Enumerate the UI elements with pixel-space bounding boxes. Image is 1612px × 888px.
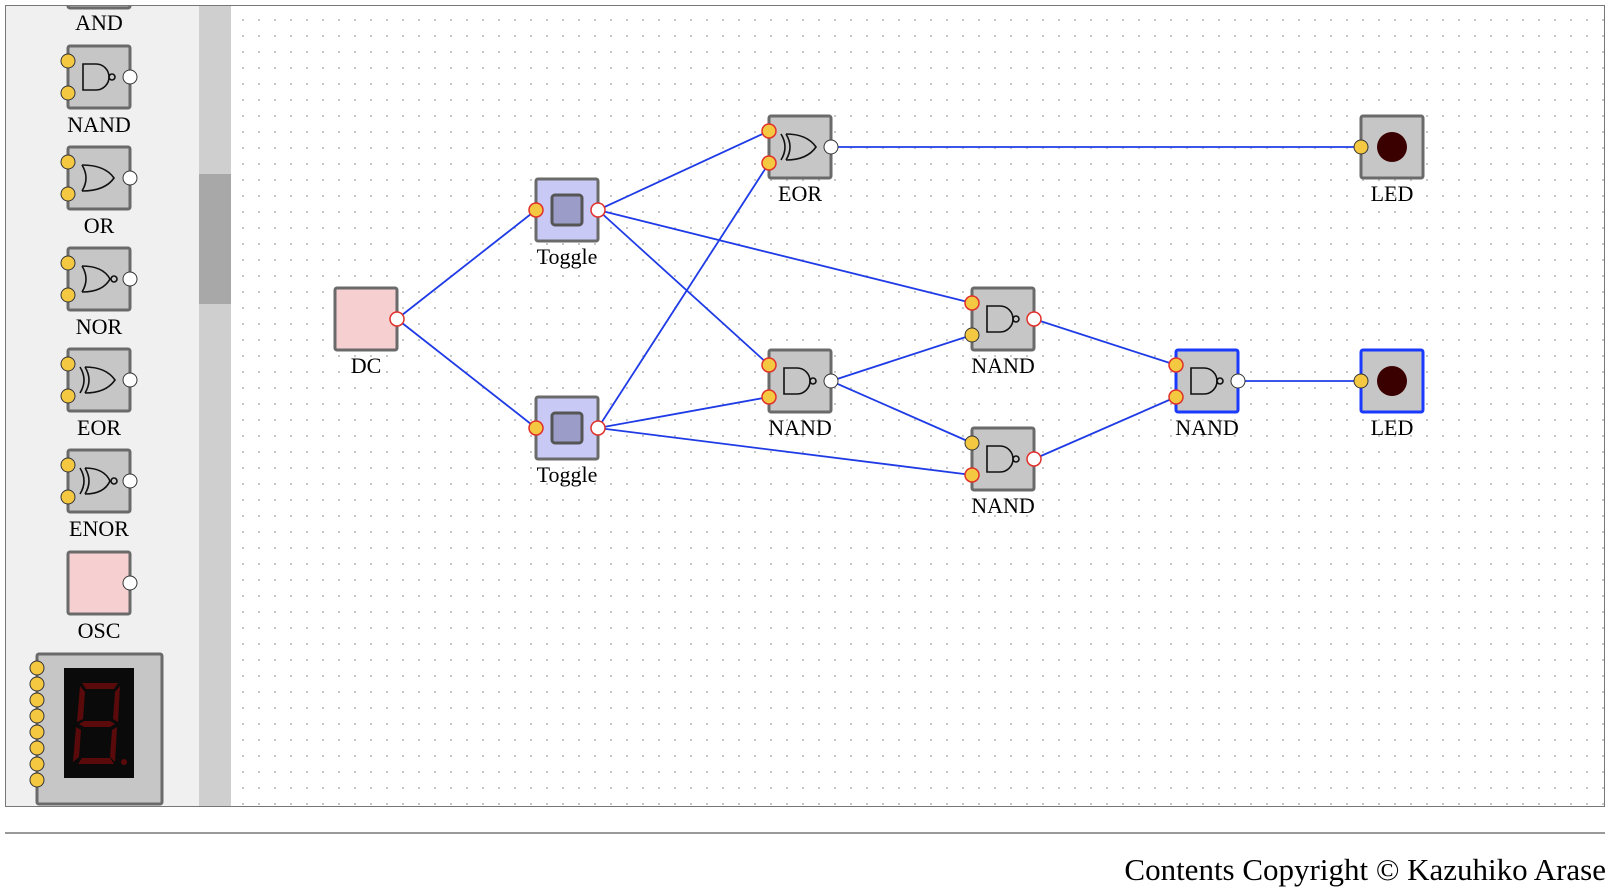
palette-item-nor[interactable]: NOR (60, 246, 138, 339)
palette-scrollbar-thumb[interactable] (199, 174, 231, 304)
input-pin[interactable] (964, 435, 980, 451)
component-label: LED (1371, 415, 1414, 440)
component-label: NAND (971, 493, 1035, 518)
led-lamp (1377, 366, 1407, 396)
input-pin[interactable] (761, 155, 777, 171)
wire[interactable] (597, 209, 770, 366)
wire[interactable] (597, 209, 973, 304)
palette-item-seven-segment[interactable] (29, 652, 164, 806)
toggle-knob[interactable] (550, 411, 584, 445)
nand-gate-1[interactable]: NAND (761, 348, 839, 440)
palette-item-label: NOR (76, 314, 123, 339)
component-label: NAND (1175, 415, 1239, 440)
wire[interactable] (597, 396, 770, 429)
or-gate-icon (81, 164, 115, 192)
wire[interactable] (830, 334, 973, 382)
wire[interactable] (830, 380, 973, 444)
nand-gate-2[interactable]: NAND (964, 286, 1042, 378)
toggle-switch-2[interactable]: Toggle (528, 395, 606, 487)
component-palette: AND NAND (6, 6, 199, 806)
palette-item-label: ENOR (69, 516, 129, 541)
component-label: Toggle (537, 244, 598, 269)
input-pin[interactable] (964, 467, 980, 483)
nand-gate-icon (783, 367, 817, 395)
output-pin[interactable] (823, 139, 839, 155)
input-pin[interactable] (761, 123, 777, 139)
output-pin[interactable] (389, 311, 405, 327)
circuit-canvas[interactable]: DC Toggle Toggle (231, 6, 1604, 806)
wire[interactable] (1033, 396, 1177, 460)
nand-gate-3[interactable]: NAND (964, 426, 1042, 518)
wire[interactable] (396, 318, 537, 429)
palette-item-label: AND (75, 10, 123, 35)
component-label: NAND (768, 415, 832, 440)
component-label: NAND (971, 353, 1035, 378)
palette-item-label: OSC (78, 618, 121, 643)
component-label: Toggle (537, 462, 598, 487)
toggle-knob[interactable] (550, 193, 584, 227)
palette-item-or[interactable]: OR (60, 145, 138, 238)
palette-item-enor[interactable]: ENOR (60, 448, 138, 541)
nand-gate-icon (986, 445, 1020, 473)
nor-gate-icon (81, 265, 118, 293)
input-pin[interactable] (528, 202, 544, 218)
copyright-notice: Contents Copyright © Kazuhiko Arase (1124, 852, 1606, 887)
output-pin[interactable] (1026, 451, 1042, 467)
eor-gate-icon (79, 366, 116, 394)
input-pin[interactable] (964, 295, 980, 311)
component-label: EOR (778, 181, 822, 206)
input-pin[interactable] (964, 327, 980, 343)
nand-gate-icon (986, 305, 1020, 333)
footer-divider (5, 832, 1605, 834)
component-label: LED (1371, 181, 1414, 206)
led-lamp (1377, 132, 1407, 162)
wire[interactable] (1033, 318, 1177, 366)
output-pin[interactable] (1230, 373, 1246, 389)
nand-gate-4[interactable]: NAND (1168, 348, 1246, 440)
wire[interactable] (597, 162, 770, 429)
oscillator-icon (66, 550, 132, 616)
palette-item-label: NAND (67, 112, 131, 137)
seven-segment-display-icon (73, 683, 127, 765)
toggle-switch-1[interactable]: Toggle (528, 177, 606, 269)
wire[interactable] (396, 209, 537, 320)
eor-gate[interactable]: EOR (761, 114, 839, 206)
input-pin[interactable] (528, 420, 544, 436)
led-1[interactable]: LED (1353, 114, 1425, 206)
palette-item-label: EOR (77, 415, 121, 440)
nand-gate-icon (82, 63, 116, 91)
dc-source[interactable]: DC (333, 286, 405, 378)
output-pin[interactable] (590, 420, 606, 436)
input-pin[interactable] (1353, 139, 1369, 155)
palette-scrollbar[interactable] (199, 6, 231, 806)
nand-gate-icon (1190, 367, 1224, 395)
palette-item-and[interactable]: AND (66, 6, 132, 35)
input-pin[interactable] (1168, 389, 1184, 405)
palette-item-eor[interactable]: EOR (60, 347, 138, 440)
wire[interactable] (597, 427, 973, 476)
input-pin[interactable] (761, 357, 777, 373)
output-pin[interactable] (1026, 311, 1042, 327)
output-pin[interactable] (823, 373, 839, 389)
led-2[interactable]: LED (1353, 348, 1425, 440)
input-pin[interactable] (1353, 373, 1369, 389)
simulator-window: AND NAND (5, 5, 1605, 807)
input-pin[interactable] (761, 389, 777, 405)
palette-item-nand[interactable]: NAND (60, 44, 138, 137)
palette-item-osc[interactable]: OSC (66, 550, 138, 643)
input-pin[interactable] (1168, 357, 1184, 373)
wire[interactable] (597, 130, 770, 211)
eor-gate-icon (780, 133, 817, 161)
palette-item-label: OR (84, 213, 115, 238)
wires (396, 130, 1361, 476)
component-label: DC (351, 353, 382, 378)
output-pin[interactable] (590, 202, 606, 218)
enor-gate-icon (79, 467, 118, 495)
